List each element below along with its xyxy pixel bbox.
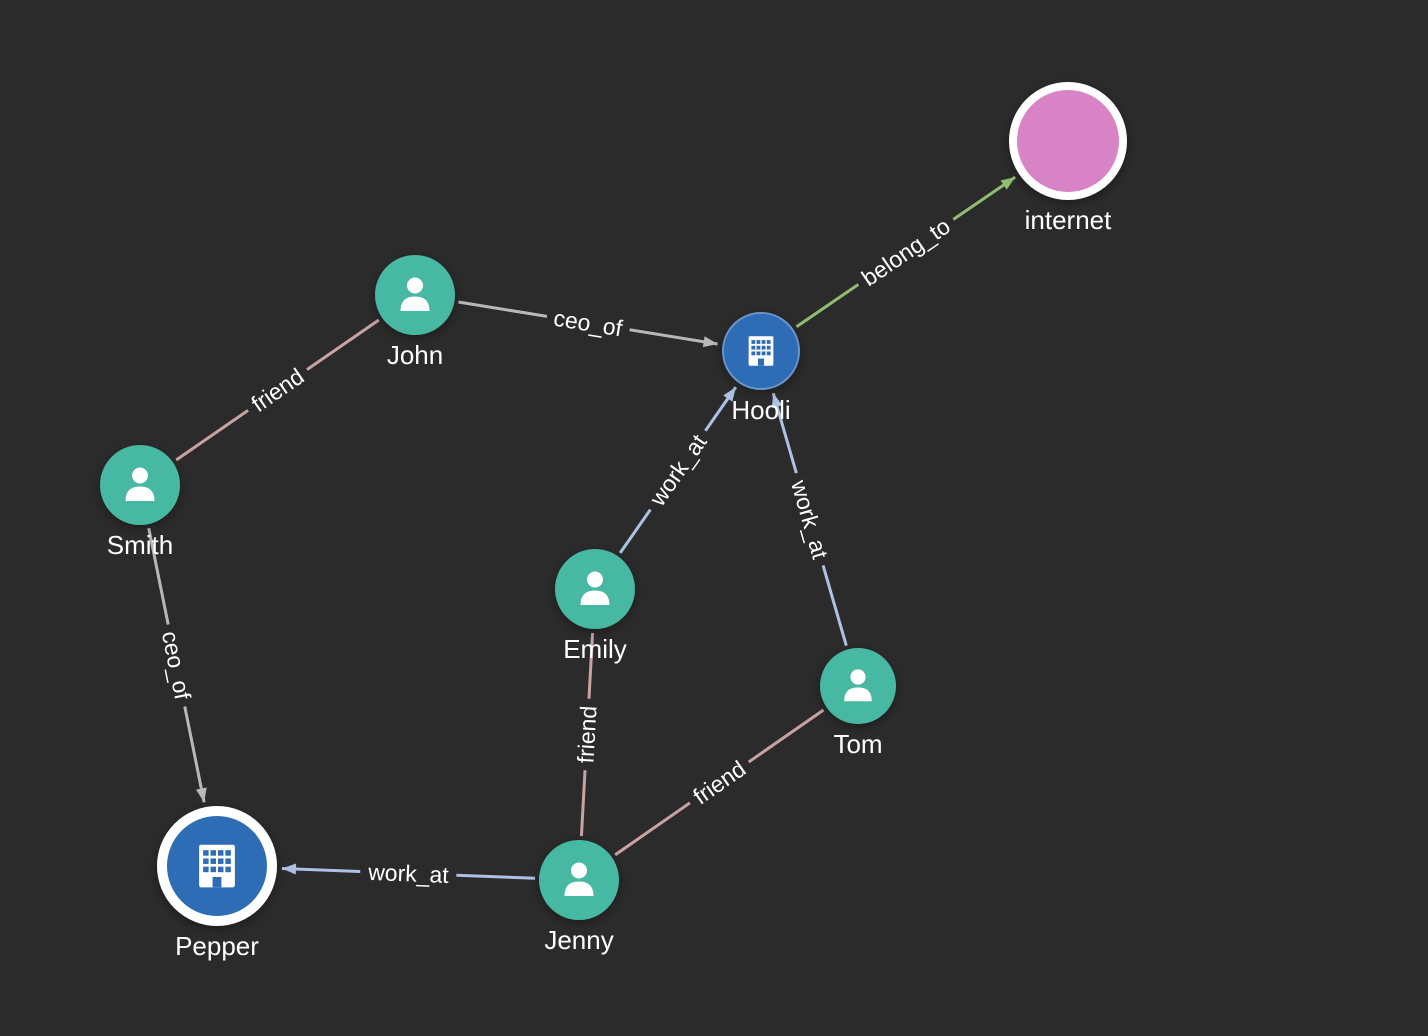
node-label: Smith <box>107 530 173 560</box>
edge-label: friend <box>572 705 601 764</box>
edge-jenny-emily[interactable]: friend <box>571 632 603 837</box>
node-jenny[interactable]: Jenny <box>539 840 619 955</box>
node-tom[interactable]: Tom <box>820 648 896 759</box>
node-john[interactable]: John <box>375 255 455 370</box>
node-label: Emily <box>563 634 627 664</box>
node-label: Tom <box>833 729 882 759</box>
edge-label-backdrop <box>782 469 837 570</box>
arrowhead <box>771 393 783 409</box>
edge-label-backdrop <box>638 422 717 518</box>
person-icon <box>125 467 155 501</box>
arrowhead <box>702 336 718 348</box>
node-label: John <box>387 340 443 370</box>
arrowhead <box>195 787 207 803</box>
person-icon <box>564 862 594 896</box>
node-label: Pepper <box>175 931 259 961</box>
edge-label-backdrop <box>681 750 757 815</box>
building-icon <box>748 336 774 366</box>
node-smith[interactable]: Smith <box>100 445 180 560</box>
person-icon <box>400 277 430 311</box>
building-icon <box>199 844 235 888</box>
edge-label: work_at <box>367 859 450 888</box>
arrowhead <box>1000 177 1016 190</box>
edge-label-backdrop <box>359 857 457 890</box>
edge-jenny-pepper[interactable]: work_at <box>281 857 536 890</box>
person-icon <box>844 669 872 702</box>
node-label: Jenny <box>544 925 613 955</box>
edge-label-backdrop <box>240 358 315 422</box>
person-icon <box>580 571 610 605</box>
edge-label-backdrop <box>850 207 962 296</box>
node-pepper[interactable]: Pepper <box>157 806 277 961</box>
node-hooli[interactable]: Hooli <box>722 312 800 425</box>
edge-label-backdrop <box>571 698 603 771</box>
arrowhead <box>723 387 736 402</box>
edge-label-backdrop <box>544 302 632 344</box>
node-internet[interactable]: internet <box>1009 82 1127 235</box>
arrowhead <box>281 863 297 875</box>
node-label: internet <box>1025 205 1112 235</box>
node-label: Hooli <box>731 395 790 425</box>
node-emily[interactable]: Emily <box>555 549 635 664</box>
edge-label-backdrop <box>154 621 199 710</box>
